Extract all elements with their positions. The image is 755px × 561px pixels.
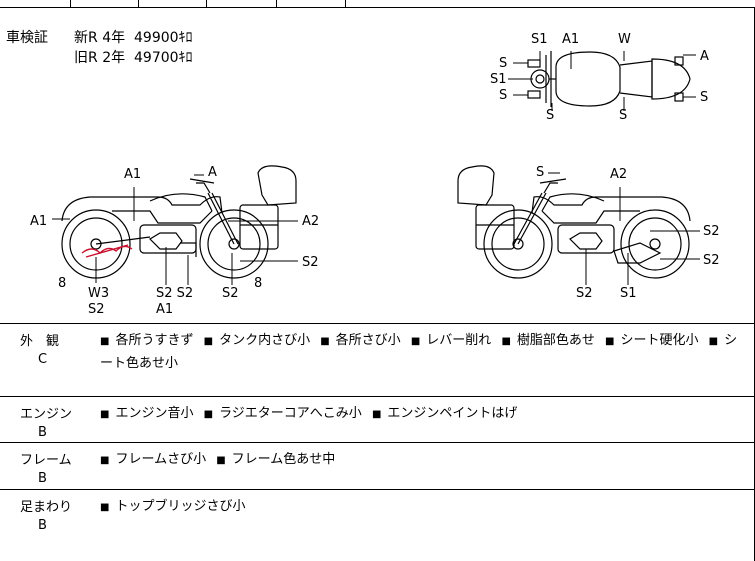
- new-years: 4年: [102, 30, 126, 46]
- condition-note: トップブリッジさび小: [115, 499, 246, 514]
- diagram-label: S: [546, 108, 554, 123]
- section-name: エンジン: [20, 407, 73, 422]
- bullet-square-icon: ■: [203, 336, 214, 347]
- section-notes: ■ フレームさび小 ■ フレーム色あせ中: [100, 449, 750, 472]
- diagram-label: A: [208, 165, 217, 180]
- bullet-square-icon: ■: [605, 336, 615, 347]
- condition-note: 各所うすきず: [115, 333, 194, 348]
- bullet-square-icon: ■: [100, 455, 110, 466]
- inspection-old-line: 旧R 2年 49700ｷﾛ: [6, 48, 193, 68]
- bullet-square-icon: ■: [100, 409, 110, 420]
- diagram-label: S1: [620, 286, 637, 301]
- condition-note: フレームさび小: [115, 452, 207, 467]
- inspection-new-line: 車検証 新R 4年 49900ｷﾛ: [6, 28, 193, 48]
- section-name: 外 観: [20, 334, 60, 349]
- diagram-label: S: [499, 56, 507, 71]
- bullet-square-icon: ■: [100, 336, 110, 347]
- section-row-frame: フレーム B ■ フレームさび小 ■ フレーム色あせ中: [0, 443, 755, 490]
- left-view-labels: A1 A A1 A2 S2 8 8 W3 S2 S2 S2 A1 S2: [30, 165, 319, 317]
- old-km: 49700ｷﾛ: [134, 50, 193, 66]
- bullet-square-icon: ■: [708, 336, 719, 347]
- section-notes: ■ 各所うすきず ■ タンク内さび小 ■ 各所さび小 ■ レバー削れ ■ 樹脂部色あせ ■…: [100, 330, 750, 375]
- motorcycle-right-view: [457, 165, 691, 279]
- section-name: フレーム: [20, 453, 72, 468]
- bullet-square-icon: ■: [216, 455, 226, 466]
- condition-note: シート硬化小: [620, 333, 699, 348]
- bullet-square-icon: ■: [371, 409, 382, 420]
- inspection-info: 車検証 新R 4年 49900ｷﾛ 旧R 2年 49700ｷﾛ: [6, 28, 193, 68]
- diagram-label: S: [499, 88, 507, 103]
- diagram-label: S2: [703, 224, 720, 239]
- bullet-square-icon: ■: [100, 502, 110, 513]
- diagram-label: W: [618, 32, 631, 47]
- section-notes: ■ トップブリッジさび小: [100, 496, 750, 519]
- top-view-markers: [508, 51, 696, 111]
- diagram-label: S: [536, 165, 544, 180]
- diagram-label: S: [619, 108, 627, 123]
- diagram-label: S2 S2: [156, 286, 193, 301]
- diagram-label: 8: [58, 276, 66, 291]
- diagram-label: S2: [703, 253, 720, 268]
- section-notes: ■ エンジン音小 ■ ラジエターコアへこみ小 ■ エンジンペイントはげ: [100, 403, 750, 426]
- condition-note: エンジンペイントはげ: [387, 406, 518, 421]
- diagram-label: S2: [576, 286, 593, 301]
- condition-note: レバー削れ: [426, 333, 492, 348]
- diagram-label: S2: [302, 255, 319, 270]
- new-km: 49900ｷﾛ: [134, 30, 193, 46]
- right-view-markers: [548, 172, 700, 285]
- bullet-square-icon: ■: [501, 336, 511, 347]
- diagram-label: A1: [30, 214, 47, 229]
- condition-note: シート色あせ小: [100, 333, 738, 371]
- diagram-label: S2: [88, 302, 105, 317]
- bullet-square-icon: ■: [320, 336, 330, 347]
- condition-note: 各所さび小: [335, 333, 401, 348]
- diagram-label: S1: [490, 72, 507, 87]
- top-view-labels: S1 A1 W S S1 S A S S S: [490, 32, 709, 123]
- motorcycle-damage-diagram: S1 A1 W S S1 S A S S S: [30, 32, 720, 317]
- section-row-exterior: 外 観 C ■ 各所うすきず ■ タンク内さび小 ■ 各所さび小 ■ レバー削れ ■ 樹脂…: [0, 324, 755, 397]
- header-table-strip: [0, 0, 755, 8]
- section-category: フレーム B: [20, 449, 80, 486]
- bullet-square-icon: ■: [203, 409, 214, 420]
- diagram-label: S: [700, 90, 708, 105]
- condition-note: エンジン音小: [115, 406, 194, 421]
- diagram-label: S1: [531, 32, 548, 47]
- section-category: 足まわり B: [20, 496, 80, 533]
- diagram-label: A2: [302, 214, 319, 229]
- section-row-suspension: 足まわり B ■ トップブリッジさび小: [0, 490, 755, 561]
- diagram-label: A1: [562, 32, 579, 47]
- section-category: エンジン B: [20, 403, 80, 440]
- old-years: 2年: [102, 50, 126, 66]
- condition-note: ラジエターコアへこみ小: [219, 406, 362, 421]
- motorcycle-top-view: [527, 51, 691, 107]
- condition-note: タンク内さび小: [219, 333, 311, 348]
- diagram-label: A1: [124, 167, 141, 182]
- left-view-markers: [52, 174, 298, 285]
- section-grade: B: [38, 518, 47, 533]
- section-grade: B: [38, 425, 47, 440]
- condition-note: 樹脂部色あせ: [516, 333, 595, 348]
- diagram-label: A2: [610, 167, 627, 182]
- diagram-label: A: [700, 49, 709, 64]
- inspection-label: 車検証: [6, 30, 48, 46]
- condition-note: フレーム色あせ中: [231, 452, 336, 467]
- right-view-labels: S A2 S2 S2 S2 S1: [536, 165, 720, 301]
- section-row-engine: エンジン B ■ エンジン音小 ■ ラジエターコアへこみ小 ■ エンジンペイントはげ: [0, 397, 755, 443]
- section-name: 足まわり: [20, 500, 73, 515]
- diagram-label: S2: [222, 286, 239, 301]
- section-grade: C: [38, 352, 48, 367]
- bullet-square-icon: ■: [410, 336, 421, 347]
- diagram-panel: 車検証 新R 4年 49900ｷﾛ 旧R 2年 49700ｷﾛ: [0, 7, 755, 324]
- old-label: 旧R: [74, 50, 98, 66]
- new-label: 新R: [74, 30, 98, 46]
- diagram-label: W3: [88, 286, 109, 301]
- left-view-brand-logo: [81, 244, 133, 258]
- diagram-label: A1: [156, 302, 173, 317]
- diagram-label: 8: [254, 276, 262, 291]
- section-category: 外 観 C: [20, 330, 80, 367]
- section-grade: B: [38, 471, 47, 486]
